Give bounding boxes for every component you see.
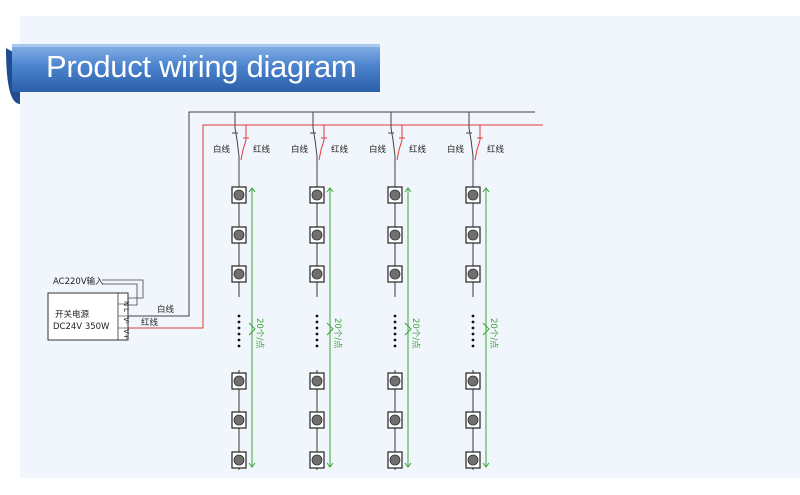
led-node (465, 265, 481, 283)
led-node (387, 186, 403, 204)
led-node (309, 451, 325, 469)
continuation-dot (393, 338, 397, 342)
string-white-wire-label: 白线 (291, 144, 309, 155)
continuation-dot (471, 314, 475, 318)
continuation-dot (315, 326, 319, 330)
terminal-n: N (122, 301, 130, 306)
led-node (309, 265, 325, 283)
red-bus-wire (125, 124, 543, 329)
string-white-wire-label: 白线 (369, 144, 387, 155)
led-node (387, 411, 403, 429)
led-string-3: 白线 红线 20个/点 (369, 112, 427, 470)
continuation-dot (237, 332, 241, 336)
continuation-dot (237, 326, 241, 330)
terminal-v-minus: V- (122, 317, 130, 324)
string-count-label: 20个/点 (488, 318, 498, 349)
terminal-v-plus: V+ (122, 329, 130, 340)
continuation-dot (393, 314, 397, 318)
continuation-dot (315, 332, 319, 336)
terminal-l: L (122, 308, 130, 312)
white-bus-wire (155, 111, 535, 317)
led-strings: 白线 红线 20个/点 白线 红线 20个/点 白线 红线 20个/点 白线 红线 20个/点 (213, 112, 505, 470)
white-tap-wire (468, 112, 474, 186)
led-node (465, 372, 481, 390)
supply-red-wire-label: 红线 (141, 317, 159, 328)
red-tap-wire (318, 125, 325, 161)
ac-input-wire-l (102, 283, 138, 306)
white-tap-wire (234, 112, 240, 186)
continuation-dot (237, 338, 241, 342)
continuation-dot (237, 344, 241, 348)
string-red-wire-label: 红线 (487, 144, 505, 155)
led-node (309, 372, 325, 390)
continuation-dot (471, 344, 475, 348)
continuation-dot (393, 320, 397, 324)
string-count-label: 20个/点 (254, 318, 264, 349)
led-node (465, 186, 481, 204)
power-supply-spec: DC24V 350W (53, 322, 110, 332)
led-node (231, 186, 247, 204)
diagram-background (20, 16, 800, 478)
continuation-dot (315, 344, 319, 348)
string-count-label: 20个/点 (410, 318, 420, 349)
led-node (231, 451, 247, 469)
led-node (387, 372, 403, 390)
continuation-dot (471, 332, 475, 336)
string-white-wire-label: 白线 (213, 144, 231, 155)
led-node (309, 186, 325, 204)
string-count-label: 20个/点 (332, 318, 342, 349)
continuation-dot (471, 326, 475, 330)
led-string-2: 白线 红线 20个/点 (291, 112, 349, 470)
title-banner (6, 44, 380, 104)
led-node (465, 451, 481, 469)
led-node (231, 411, 247, 429)
continuation-dot (393, 332, 397, 336)
continuation-dot (471, 320, 475, 324)
continuation-dot (393, 326, 397, 330)
continuation-dot (237, 314, 241, 318)
led-node (309, 411, 325, 429)
led-node (309, 226, 325, 244)
white-tap-wire (312, 112, 318, 186)
red-tap-wire (240, 125, 247, 161)
ac-input-label: AC220V输入 (53, 276, 104, 287)
string-red-wire-label: 红线 (331, 144, 349, 155)
led-node (387, 226, 403, 244)
red-tap-wire (396, 125, 403, 161)
led-node (387, 265, 403, 283)
led-string-4: 白线 红线 20个/点 (447, 112, 505, 470)
string-white-wire-label: 白线 (447, 144, 465, 155)
string-red-wire-label: 红线 (409, 144, 427, 155)
led-node (231, 226, 247, 244)
string-red-wire-label: 红线 (253, 144, 271, 155)
led-node (387, 451, 403, 469)
led-node (231, 265, 247, 283)
continuation-dot (471, 338, 475, 342)
continuation-dot (315, 314, 319, 318)
led-string-1: 白线 红线 20个/点 (213, 112, 271, 470)
continuation-dot (315, 338, 319, 342)
white-tap-wire (390, 112, 396, 186)
power-supply-name: 开关电源 (55, 309, 90, 320)
page-title: Product wiring diagram (46, 49, 357, 84)
led-node (465, 226, 481, 244)
supply-white-wire-label: 白线 (157, 304, 175, 315)
red-tap-wire (474, 125, 481, 161)
continuation-dot (393, 344, 397, 348)
ac-input-wire-n (102, 279, 144, 299)
continuation-dot (237, 320, 241, 324)
led-node (465, 411, 481, 429)
continuation-dot (315, 320, 319, 324)
led-node (231, 372, 247, 390)
